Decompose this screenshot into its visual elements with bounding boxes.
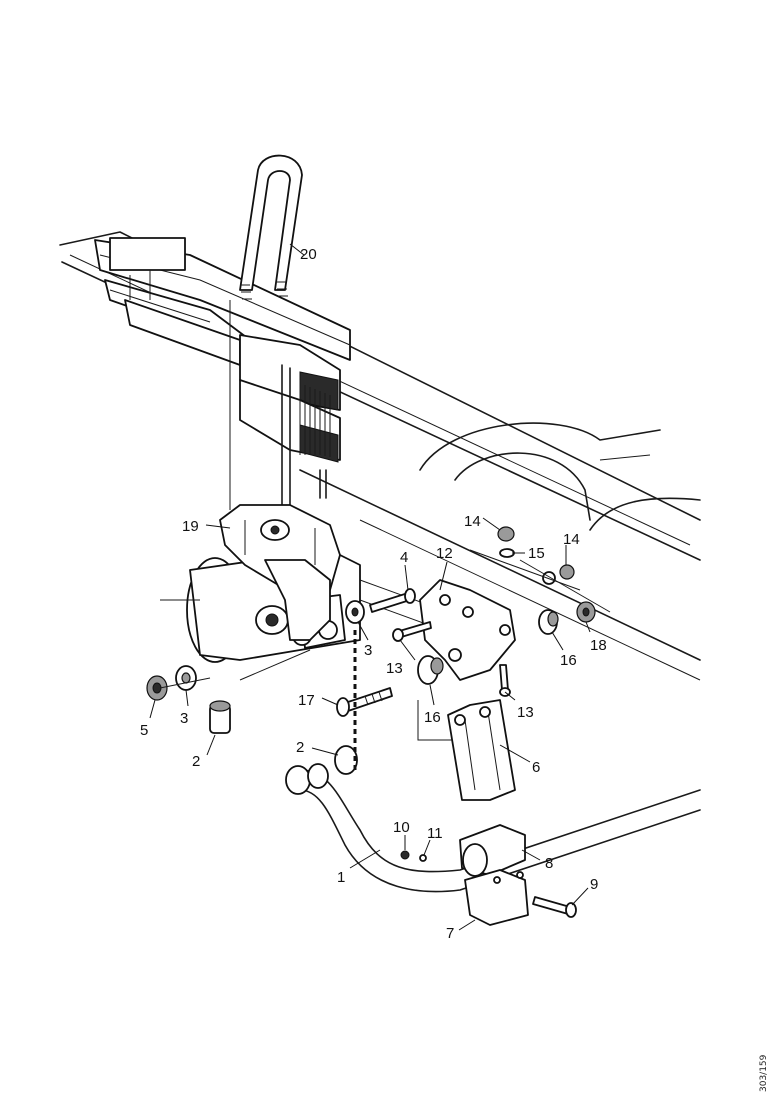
callout-14-left: 14	[464, 513, 481, 530]
bolts	[336, 588, 577, 918]
callout-16-right: 16	[560, 652, 577, 669]
callout-10: 10	[393, 819, 410, 836]
u-bolt	[239, 154, 327, 511]
callout-3-upper: 3	[364, 642, 372, 659]
drop-link	[447, 699, 516, 801]
callout-3-lower: 3	[180, 710, 188, 727]
callout-2-bush: 2	[296, 739, 304, 756]
callout-20: 20	[300, 246, 317, 263]
drawing-reference: 303/159	[759, 1054, 769, 1092]
leaf-spring	[94, 237, 351, 463]
callout-8: 8	[545, 855, 553, 872]
callout-18: 18	[590, 637, 607, 654]
callout-14-right: 14	[563, 531, 580, 548]
callout-7: 7	[446, 925, 454, 942]
leader-lines	[149, 243, 591, 931]
mounting-bracket	[419, 579, 516, 681]
callout-2-sleeve: 2	[192, 753, 200, 770]
callout-1: 1	[337, 869, 345, 886]
spring-seat	[219, 504, 341, 641]
callout-labels: 20 19 14 14 15 4 12 3 13 16 18 13 16 17 …	[140, 246, 607, 942]
callout-11: 11	[427, 825, 443, 842]
callout-5: 5	[140, 722, 148, 739]
callout-17: 17	[298, 692, 315, 709]
callout-16-center: 16	[424, 709, 441, 726]
stabilizer-bar	[285, 763, 701, 893]
callout-19: 19	[182, 518, 199, 535]
callout-4: 4	[400, 549, 408, 566]
callout-13-right: 13	[517, 704, 534, 721]
alignment-lines	[159, 300, 611, 770]
callout-15: 15	[528, 545, 545, 562]
clamp	[459, 824, 529, 926]
callout-9: 9	[590, 876, 598, 893]
callout-13-left: 13	[386, 660, 403, 677]
callout-12: 12	[436, 545, 453, 562]
callout-6: 6	[532, 759, 540, 776]
